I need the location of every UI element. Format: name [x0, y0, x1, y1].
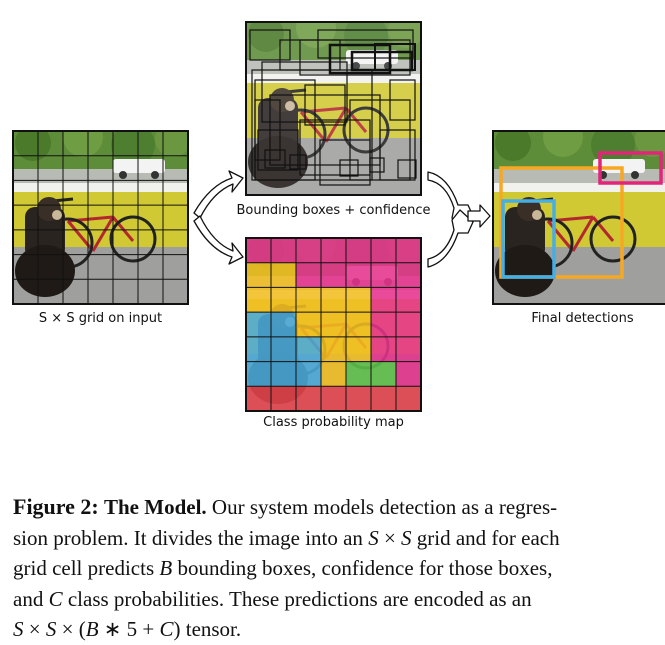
caption-text: sion problem. It divides the image into … — [13, 525, 363, 550]
math-var: B — [85, 617, 99, 641]
math-op: × — [28, 617, 41, 641]
detections-label: Final detections — [531, 311, 634, 326]
class-map-cell — [346, 361, 371, 387]
class-map-cell — [371, 386, 396, 411]
caption-text: grid and for each — [416, 525, 560, 550]
math-op: × — [383, 525, 396, 550]
input-label: S × S grid on input — [38, 311, 163, 326]
class-map-cell — [246, 238, 271, 264]
class-map-cell — [246, 336, 271, 362]
caption-line-3: grid cell predicts B bounding boxes, con… — [13, 553, 665, 584]
math-var: B — [159, 556, 173, 580]
class-map-cell — [271, 238, 296, 264]
class-map-cell — [396, 312, 421, 338]
class-map-cell — [321, 312, 346, 338]
caption-figure-number: Figure 2: — [13, 494, 99, 519]
class-map-cell — [296, 262, 321, 288]
flow-arrows — [193, 170, 491, 268]
class-map-cell — [371, 287, 396, 313]
class-map-image — [246, 238, 421, 411]
class-map-cell — [346, 287, 371, 313]
class-map-cell — [296, 287, 321, 313]
class-map-cell — [271, 262, 296, 288]
detection-box-dog — [501, 199, 556, 279]
class-map-cell — [346, 336, 371, 362]
boxes-label: Bounding boxes + confidence — [236, 203, 431, 218]
class-map-cell — [296, 312, 321, 338]
class-map-cell — [396, 287, 421, 313]
arrow-to-detections — [467, 204, 491, 228]
class-map-cell — [271, 386, 296, 411]
class-map-cell — [371, 336, 396, 362]
class-map-cell — [296, 361, 321, 387]
class-map-cell — [346, 262, 371, 288]
class-map-cell — [396, 361, 421, 387]
class-map-cell — [246, 287, 271, 313]
class-map-cell — [396, 336, 421, 362]
input-image — [13, 131, 188, 304]
class-map-cell — [371, 312, 396, 338]
figure-caption: Figure 2: The Model. Our system models d… — [13, 492, 665, 645]
detection-box-bicycle — [499, 166, 624, 279]
caption-line-1: Figure 2: The Model. Our system models d… — [13, 492, 665, 523]
caption-text: class probabilities. These predictions a… — [67, 586, 532, 611]
caption-line-2: sion problem. It divides the image into … — [13, 523, 665, 554]
caption-line-5: S × S × (B ∗ 5 + C) tensor. — [13, 614, 665, 645]
class-map-cell — [396, 386, 421, 411]
class-map-cell — [321, 386, 346, 411]
class-map-cells — [246, 238, 421, 411]
class-map-cell — [346, 238, 371, 264]
detections-image — [493, 131, 665, 304]
caption-text: grid cell predicts — [13, 556, 155, 580]
class-map-cell — [321, 287, 346, 313]
candidate-boxes — [249, 29, 417, 186]
math-var: S — [13, 617, 24, 641]
class-map-cell — [271, 287, 296, 313]
math-var: S — [45, 617, 57, 641]
class-map-cell — [346, 312, 371, 338]
class-map-cell — [296, 336, 321, 362]
caption-text: Our system models detection as a regres- — [211, 495, 558, 519]
arrow-down-right — [427, 209, 474, 268]
math-op: ) — [173, 617, 181, 641]
figure-graphic — [12, 21, 665, 412]
class-map-cell — [321, 238, 346, 264]
class-map-cell — [396, 262, 421, 288]
math-var: S — [401, 525, 412, 550]
math-var: C — [159, 617, 174, 641]
arrow-up-left — [193, 170, 244, 219]
detection-box-car — [598, 151, 663, 185]
class-map-cell — [296, 238, 321, 264]
arrow-down-left — [193, 215, 244, 265]
class-map-cell — [271, 312, 296, 338]
class-map-cell — [371, 238, 396, 264]
class-map-cell — [246, 361, 271, 387]
class-map-cell — [296, 386, 321, 411]
caption-text: and — [13, 586, 44, 611]
caption-title: The Model. — [104, 495, 207, 519]
caption-text: tensor. — [185, 617, 242, 641]
class-map-cell — [246, 386, 271, 411]
math-op: ( — [78, 617, 86, 641]
caption-line-4: and C class probabilities. These predict… — [13, 584, 665, 615]
class-map-label: Class probability map — [263, 415, 404, 430]
math-var: C — [48, 586, 63, 611]
math-op: × — [61, 617, 74, 641]
class-map-cell — [321, 262, 346, 288]
class-map-cell — [371, 262, 396, 288]
math-var: S — [368, 525, 379, 550]
caption-text: bounding boxes, confidence for those box… — [177, 556, 553, 580]
class-map-cell — [271, 336, 296, 362]
boxes-image — [246, 22, 421, 195]
class-map-cell — [246, 262, 271, 288]
class-map-cell — [346, 386, 371, 411]
class-map-cell — [246, 312, 271, 338]
class-map-cell — [371, 361, 396, 387]
class-map-cell — [271, 361, 296, 387]
class-map-cell — [321, 336, 346, 362]
class-map-cell — [396, 238, 421, 264]
class-map-cell — [321, 361, 346, 387]
math-op: ∗ 5 + — [103, 617, 155, 641]
